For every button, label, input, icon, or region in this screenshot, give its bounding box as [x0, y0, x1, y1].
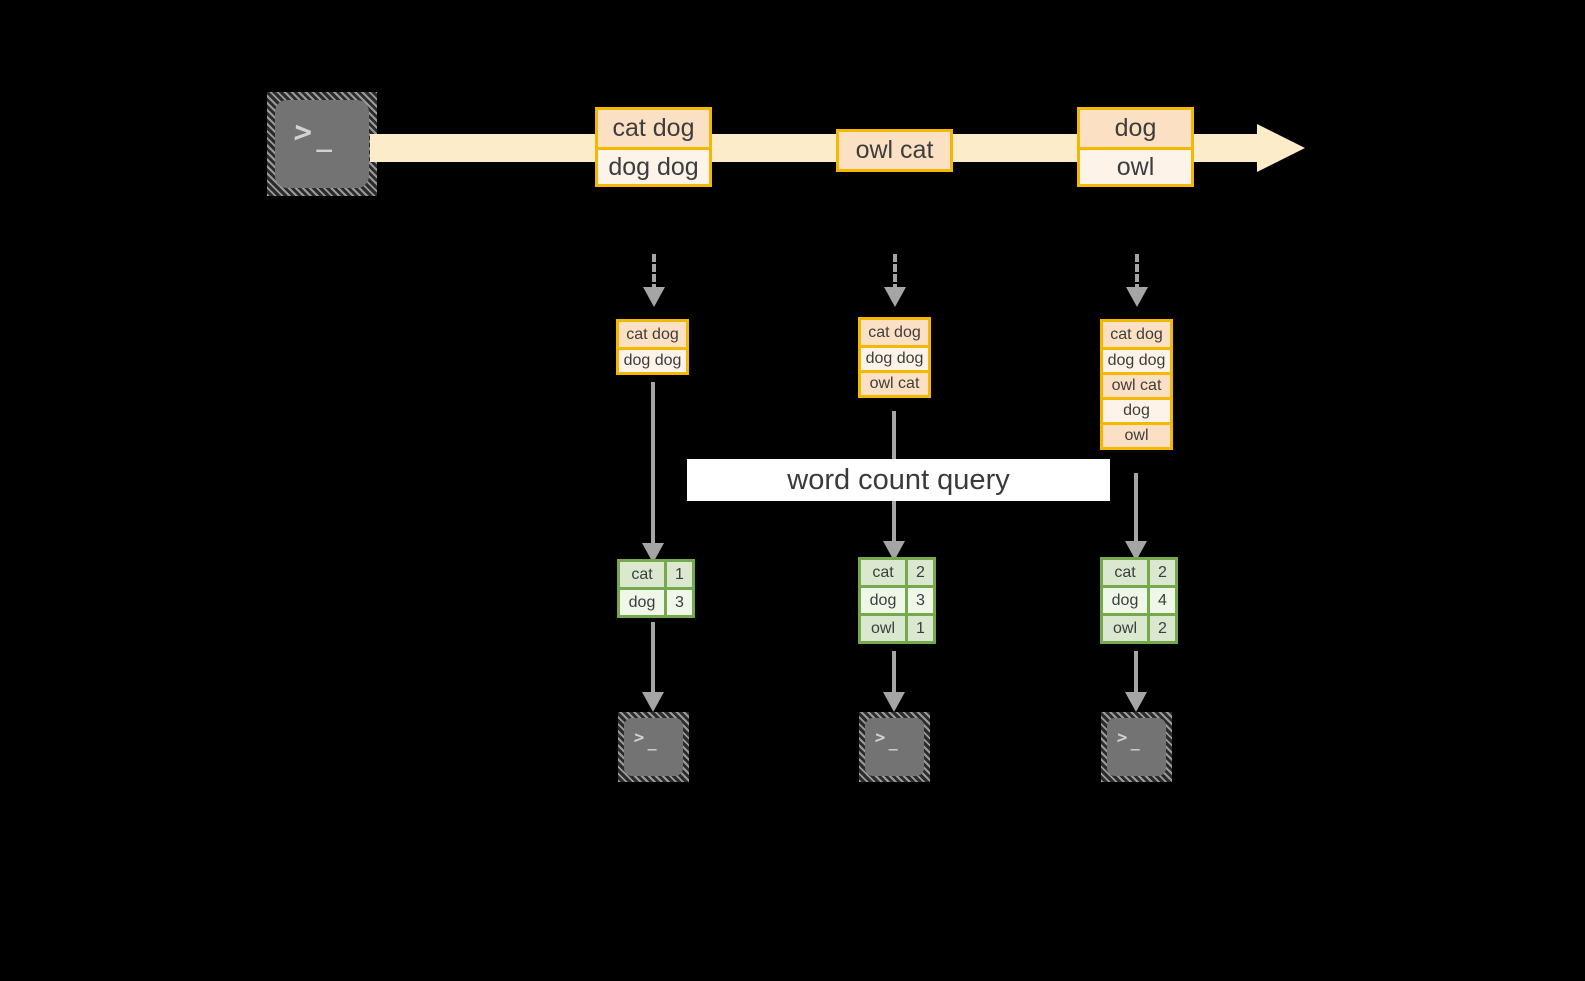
snapshot-1-query-connector: [651, 382, 655, 566]
record-line: cat dog: [1103, 322, 1170, 347]
snapshot-3-query-connector: [1134, 473, 1138, 566]
snapshot-3-dashed-arrow-head-icon: [1126, 287, 1148, 307]
snapshot-3-sink-terminal-icon[interactable]: > _: [1101, 712, 1172, 782]
snapshot-1-input-records[interactable]: cat dog dog dog: [616, 319, 689, 375]
snapshot-2-count-table[interactable]: cat 2 dog 3 owl 1: [858, 557, 936, 644]
count-cell: 2: [905, 560, 933, 585]
terminal-underscore-icon: _: [888, 733, 898, 752]
snapshot-3-query-arrow-head-icon: [1125, 541, 1147, 561]
snapshot-1-sink-connector: [651, 622, 655, 700]
snapshot-2-dashed-arrow-head-icon: [884, 287, 906, 307]
word-cell: dog: [1111, 591, 1139, 609]
snapshot-3-dashed-connector: [1135, 254, 1139, 292]
snapshot-1-sink-terminal-icon[interactable]: > _: [618, 712, 689, 782]
word-cell: dog: [869, 591, 897, 609]
table-row: cat 2: [1103, 560, 1175, 585]
word-cell: owl: [1112, 619, 1137, 637]
word-cell: owl: [870, 619, 895, 637]
stream-record-line: owl cat: [839, 132, 950, 169]
count-cell: 1: [664, 562, 692, 587]
table-row: owl 2: [1103, 613, 1175, 641]
count-cell: 4: [1147, 588, 1175, 613]
record-line: dog dog: [861, 345, 928, 370]
table-row: owl 1: [861, 613, 933, 641]
record-line: dog dog: [1103, 347, 1170, 372]
snapshot-2-dashed-connector: [893, 254, 897, 292]
count-cell: 2: [1147, 616, 1175, 641]
record-line: owl: [1103, 422, 1170, 447]
snapshot-3-input-records[interactable]: cat dog dog dog owl cat dog owl: [1100, 319, 1173, 450]
table-row: dog 4: [1103, 585, 1175, 613]
terminal-chevron-icon: >: [874, 727, 887, 748]
table-row: dog 3: [861, 585, 933, 613]
query-label: word count query: [687, 459, 1110, 501]
stream-record-line: dog: [1080, 110, 1191, 147]
count-cell: 3: [664, 590, 692, 615]
record-line: cat dog: [619, 322, 686, 347]
count-cell: 3: [905, 588, 933, 613]
record-line: cat dog: [861, 320, 928, 345]
stream-record-line: owl: [1080, 147, 1191, 184]
record-line: dog: [1103, 397, 1170, 422]
word-cell: cat: [1114, 563, 1136, 581]
snapshot-1-dashed-connector: [652, 254, 656, 292]
terminal-chevron-icon: >: [633, 727, 646, 748]
record-line: dog dog: [619, 347, 686, 372]
stream-record-line: dog dog: [598, 147, 709, 184]
table-row: cat 1: [620, 562, 692, 587]
stream-record-line: cat dog: [598, 110, 709, 147]
table-row: dog 3: [620, 587, 692, 615]
snapshot-1-count-table[interactable]: cat 1 dog 3: [617, 559, 695, 618]
stream-record-1[interactable]: cat dog dog dog: [595, 107, 712, 187]
snapshot-2-input-records[interactable]: cat dog dog dog owl cat: [858, 317, 931, 398]
snapshot-2-query-arrow-head-icon: [883, 541, 905, 561]
word-cell: dog: [628, 593, 656, 611]
snapshot-2-sink-connector: [892, 651, 896, 700]
snapshot-2-sink-terminal-icon[interactable]: > _: [859, 712, 930, 782]
snapshot-3-sink-arrow-head-icon: [1125, 692, 1147, 712]
word-cell: cat: [872, 563, 894, 581]
stream-record-2[interactable]: owl cat: [836, 129, 953, 172]
terminal-screen: > _: [624, 718, 683, 776]
record-line: owl cat: [1103, 372, 1170, 397]
snapshot-3-sink-connector: [1134, 651, 1138, 700]
terminal-chevron-icon: >: [1116, 727, 1129, 748]
snapshot-2-sink-arrow-head-icon: [883, 692, 905, 712]
terminal-chevron-icon: >: [292, 114, 314, 150]
terminal-screen: > _: [865, 718, 924, 776]
count-cell: 1: [905, 616, 933, 641]
record-line: owl cat: [861, 370, 928, 395]
terminal-underscore-icon: _: [1130, 733, 1140, 752]
terminal-screen: > _: [275, 100, 369, 188]
stream-record-3[interactable]: dog owl: [1077, 107, 1194, 187]
snapshot-1-dashed-arrow-head-icon: [643, 287, 665, 307]
terminal-screen: > _: [1107, 718, 1166, 776]
snapshot-1-query-arrow-head-icon: [642, 543, 664, 563]
terminal-underscore-icon: _: [316, 122, 333, 153]
table-row: cat 2: [861, 560, 933, 585]
stream-source-terminal-icon[interactable]: > _: [267, 92, 377, 196]
terminal-underscore-icon: _: [647, 733, 657, 752]
count-cell: 2: [1147, 560, 1175, 585]
word-cell: cat: [631, 565, 653, 583]
snapshot-1-sink-arrow-head-icon: [642, 692, 664, 712]
stream-arrow-head-icon: [1257, 124, 1305, 172]
snapshot-3-count-table[interactable]: cat 2 dog 4 owl 2: [1100, 557, 1178, 644]
